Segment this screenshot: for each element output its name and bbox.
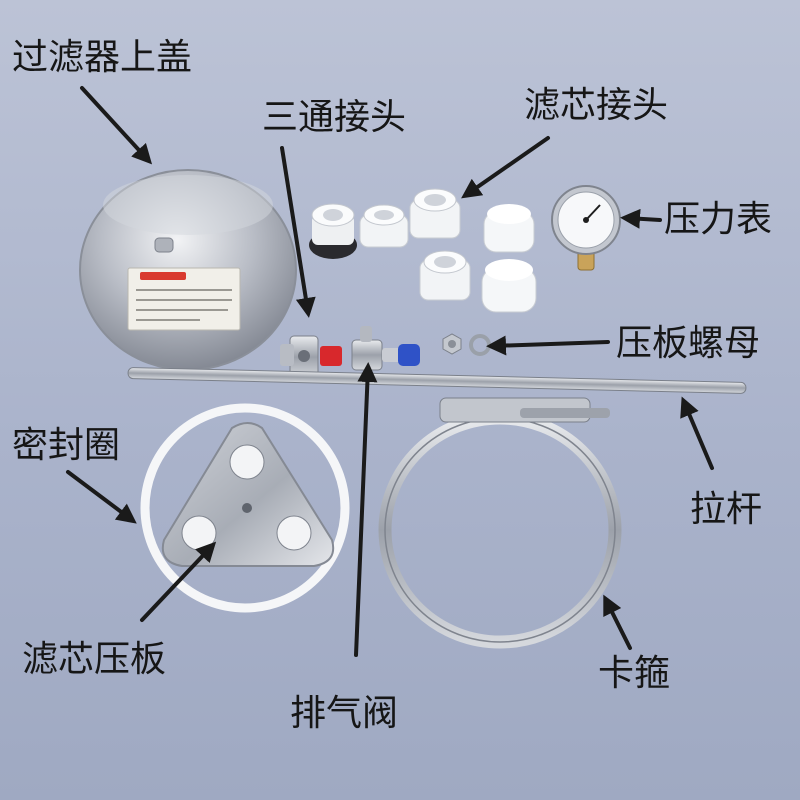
cartridge-plate-part <box>161 422 335 567</box>
label-pull-rod: 拉杆 <box>690 489 763 530</box>
label-plate-nut: 压板螺母 <box>616 323 761 364</box>
label-cartridge-connector: 滤芯接头 <box>524 85 669 126</box>
vent-valve-part <box>351 326 420 371</box>
clamp-part <box>378 397 622 649</box>
callout-arrows <box>66 86 714 657</box>
filter-lid <box>79 169 297 371</box>
label-seal-ring: 密封圈 <box>12 425 121 466</box>
black-gasket-connector <box>309 203 357 259</box>
cartridge-connectors <box>309 188 537 313</box>
seal-ring-part <box>140 403 350 613</box>
plate-nut-part <box>442 333 491 356</box>
white-connector-3 <box>419 250 471 301</box>
white-cap-2 <box>481 259 537 313</box>
white-connector-1 <box>359 204 409 248</box>
tee-connector <box>280 335 342 379</box>
pressure-gauge <box>551 185 621 271</box>
label-lid: 过滤器上盖 <box>12 37 193 78</box>
label-vent-valve: 排气阀 <box>290 693 399 734</box>
pull-rod-part <box>127 367 747 394</box>
label-cartridge-plate: 滤芯压板 <box>22 639 167 680</box>
label-tee-connector: 三通接头 <box>262 97 407 138</box>
label-clamp: 卡箍 <box>598 653 671 694</box>
label-pressure-gauge: 压力表 <box>664 199 773 240</box>
white-cap-1 <box>483 204 535 253</box>
white-connector-2 <box>409 188 461 239</box>
